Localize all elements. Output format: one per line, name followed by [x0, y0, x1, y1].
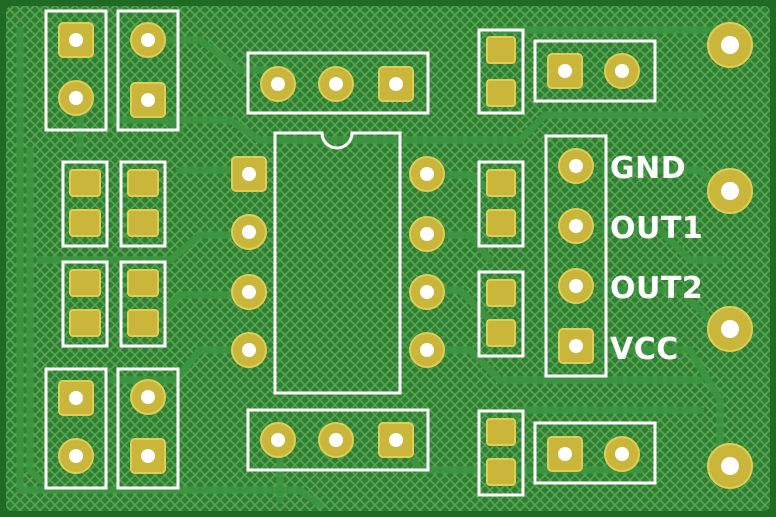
- copper-pour: [6, 6, 770, 511]
- smd-pad: [486, 79, 516, 107]
- smd-outline-top-middle: [477, 28, 525, 115]
- label-out2: OUT2: [610, 271, 703, 306]
- smd-pad: [486, 36, 516, 64]
- smd-outline-left-1: [61, 160, 109, 248]
- silkscreen-outlines: [44, 9, 657, 497]
- ic-outline: [273, 131, 402, 395]
- smd-pad: [69, 169, 101, 197]
- smd-outline-left-3: [61, 260, 109, 348]
- smd-outline-left-4: [119, 260, 167, 348]
- header-outline-bottomleft-a: [44, 367, 108, 490]
- smd-outline-left-2: [119, 160, 167, 248]
- smd-outline-right-2: [477, 270, 525, 358]
- label-vcc: VCC: [610, 332, 679, 367]
- header-outline-top-3pin: [246, 51, 430, 115]
- smd-pad: [486, 169, 516, 197]
- smd-pad: [127, 209, 159, 237]
- header-outline-bottom-right: [533, 421, 657, 485]
- smd-pad: [486, 418, 516, 446]
- smd-pad: [486, 209, 516, 237]
- label-gnd: GND: [610, 151, 686, 186]
- header-outline-top-right: [533, 39, 657, 103]
- drill-holes: [69, 33, 739, 475]
- header-outline-bottom-3pin: [246, 408, 430, 472]
- smd-pad: [127, 169, 159, 197]
- smd-pad: [69, 269, 101, 297]
- header-outline-topleft-a: [44, 9, 108, 132]
- header-outline-bottomleft-b: [116, 367, 180, 490]
- smd-pad: [486, 458, 516, 486]
- smd-outline-bottom-middle: [477, 409, 525, 497]
- main-header-outline: [544, 134, 608, 378]
- smd-pad: [486, 279, 516, 307]
- smd-pad: [486, 319, 516, 347]
- smd-pad: [127, 269, 159, 297]
- smd-pad: [127, 309, 159, 337]
- label-out1: OUT1: [610, 211, 703, 246]
- smd-pad: [69, 209, 101, 237]
- smd-pad: [69, 309, 101, 337]
- header-outline-topleft-b: [116, 9, 180, 132]
- smd-outline-right-1: [477, 160, 525, 248]
